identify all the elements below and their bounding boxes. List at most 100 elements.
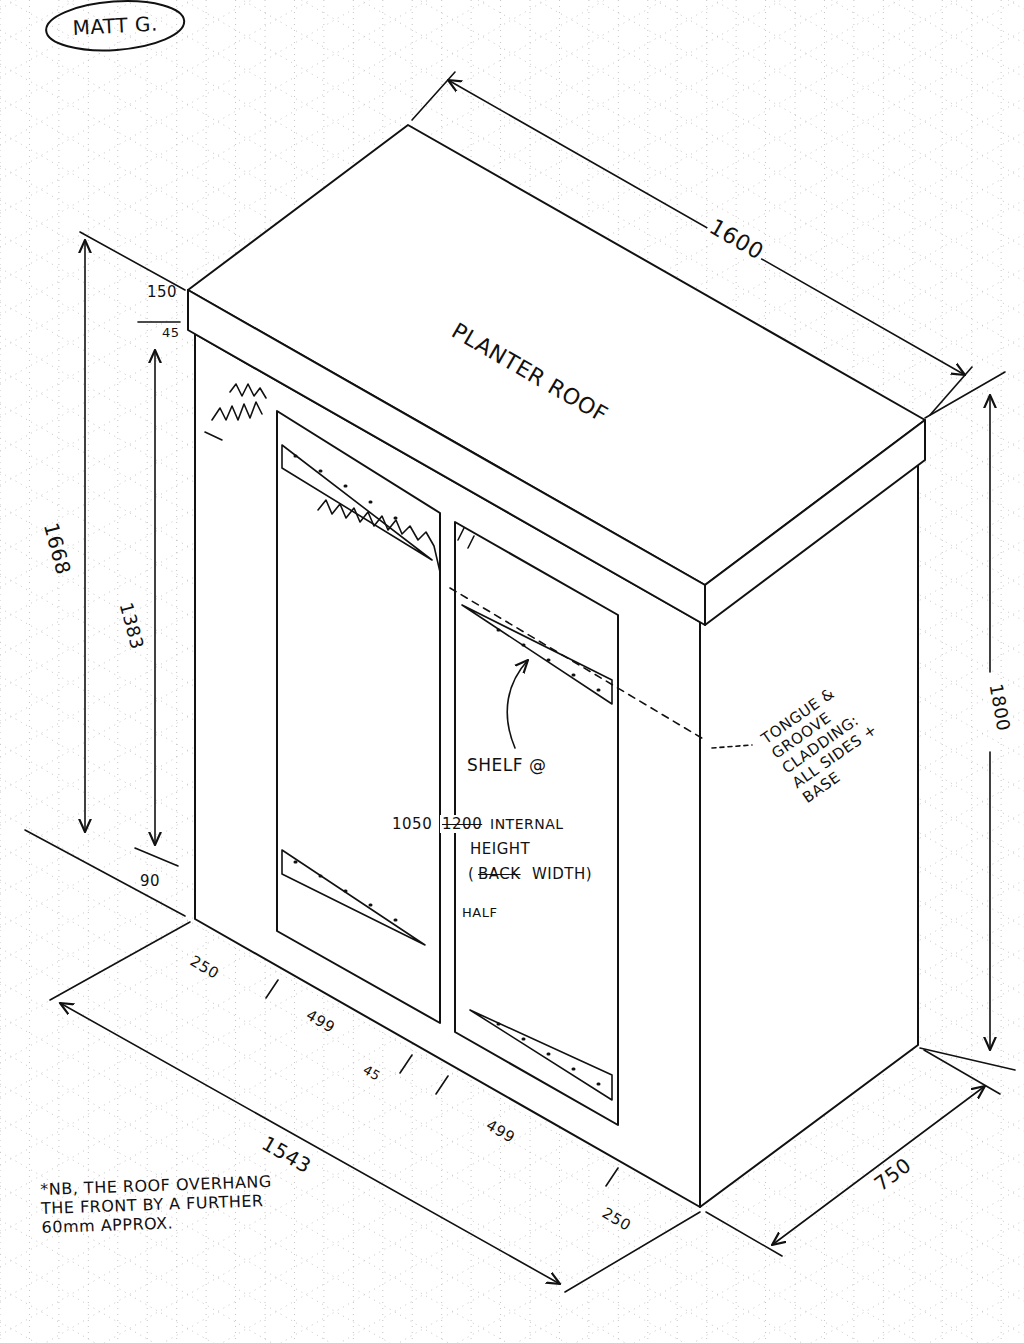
planter-roof: [705, 420, 925, 625]
dimension-lines: [412, 72, 455, 120]
dimension: 90: [140, 872, 160, 890]
grid-line: [0, 1084, 1024, 1343]
dimension-lines: [930, 367, 972, 415]
grid-line: [0, 1118, 1024, 1343]
doors: [277, 411, 440, 1023]
grid-line: [0, 1220, 1024, 1343]
grid-line: [0, 0, 1024, 213]
grid-line: [0, 1322, 1024, 1343]
grid-line: [0, 0, 1, 1343]
dimension: 1543: [256, 1130, 317, 1179]
grid-line: [0, 1288, 1024, 1343]
grid-line: [117, 0, 118, 1343]
hinge-straps: [282, 445, 432, 560]
dimension-lines: [138, 321, 180, 323]
dimension-lines: [772, 1086, 985, 1245]
grid-line: [0, 0, 1024, 145]
dimension-lines: [25, 72, 1015, 1292]
grid-line: [0, 1322, 1024, 1343]
shelf-note: HALF: [460, 905, 499, 921]
dimension-lines: [448, 80, 965, 375]
grid-line: [0, 0, 1024, 43]
dimension: 1383: [115, 600, 148, 652]
dimension: 1668: [39, 520, 76, 577]
dimension-lines: [712, 745, 752, 748]
shelf-note: 1050: [392, 815, 432, 833]
dimension-lines: [135, 848, 178, 866]
dimension: 750: [868, 1152, 917, 1197]
grid-line: [0, 1084, 1024, 1343]
dimension: 45: [160, 325, 182, 341]
grid-line: [942, 0, 943, 1343]
spring-scribbles: [318, 500, 440, 572]
grid-line: [0, 1152, 1024, 1343]
dimension: 45: [360, 1062, 383, 1084]
dimension-lines: [154, 350, 156, 845]
dimension: 250: [187, 952, 222, 983]
dimension-lines: [924, 1050, 1000, 1094]
grid-line: [0, 1220, 1024, 1343]
dimension: 250: [599, 1204, 634, 1235]
hinge-straps: [295, 456, 599, 1084]
grid-line: [0, 0, 1024, 145]
grid-line: [0, 1118, 1024, 1343]
author-name: MATT G.: [72, 12, 158, 40]
grid-line: [0, 0, 1024, 9]
dimension-lines: [706, 1212, 782, 1256]
grid-line: [0, 1254, 1024, 1343]
dimension: 499: [483, 1116, 518, 1147]
grid-line: [0, 0, 1024, 179]
dimension: 1800: [985, 680, 1015, 735]
grid-line: [0, 0, 1024, 43]
grid-line: [0, 0, 1024, 77]
shelf-note: HEIGHT: [468, 840, 532, 858]
dimension-lines: [989, 752, 991, 1050]
cladding-note: TONGUE & GROOVE CLADDING: ALL SIDES + BA…: [758, 669, 901, 807]
dimension-lines: [565, 1212, 700, 1292]
shelf-line: [450, 588, 705, 740]
planter-roof: [188, 125, 925, 625]
spring-scribbles: [230, 384, 266, 398]
dimension-lines: [925, 372, 1005, 418]
grid-line: [0, 0, 1024, 77]
grid-line: [0, 1152, 1024, 1343]
dimension-lines: [50, 922, 190, 1000]
grid-line: [0, 1254, 1024, 1343]
dimension-lines: [25, 830, 185, 916]
grid-line: [0, 0, 1024, 179]
planter-roof: [188, 290, 705, 625]
dimension-lines: [920, 1048, 1015, 1070]
dimension: 499: [303, 1006, 338, 1037]
grid-line: [0, 0, 1024, 213]
shelf-note: (: [466, 865, 476, 883]
dimension-lines: [60, 1003, 560, 1284]
grid-line: [147, 0, 148, 1343]
shelf-note: SHELF @: [465, 755, 548, 775]
shelf-line: [458, 528, 474, 548]
grid-line: [58, 0, 59, 1343]
grid-line: [176, 0, 177, 1343]
dimension-lines: [266, 980, 618, 1186]
dimension-lines: [80, 232, 185, 290]
dimension: 150: [147, 283, 177, 301]
spring-scribbles: [205, 432, 222, 440]
spring-scribbles: [212, 402, 262, 420]
name-circle: [44, 0, 185, 55]
grid-line: [1001, 0, 1002, 1343]
shelf-line: [507, 660, 528, 748]
hinge-straps: [470, 1010, 612, 1100]
note: *NB, THE ROOF OVERHANG THE FRONT BY A FU…: [40, 1171, 312, 1238]
shelf-note: INTERNAL: [488, 816, 566, 833]
dimension-lines: [989, 395, 991, 672]
hinge-straps: [282, 850, 425, 945]
dimension-lines: [84, 240, 86, 832]
shelf-note: WIDTH): [530, 865, 594, 883]
struck-note: BACK: [476, 865, 523, 883]
struck-note: 1200: [440, 815, 484, 833]
dimension: 1600: [703, 213, 770, 267]
grid-line: [0, 0, 1024, 9]
part-name: PLANTER ROOF: [447, 318, 612, 429]
grid-line: [0, 1288, 1024, 1343]
